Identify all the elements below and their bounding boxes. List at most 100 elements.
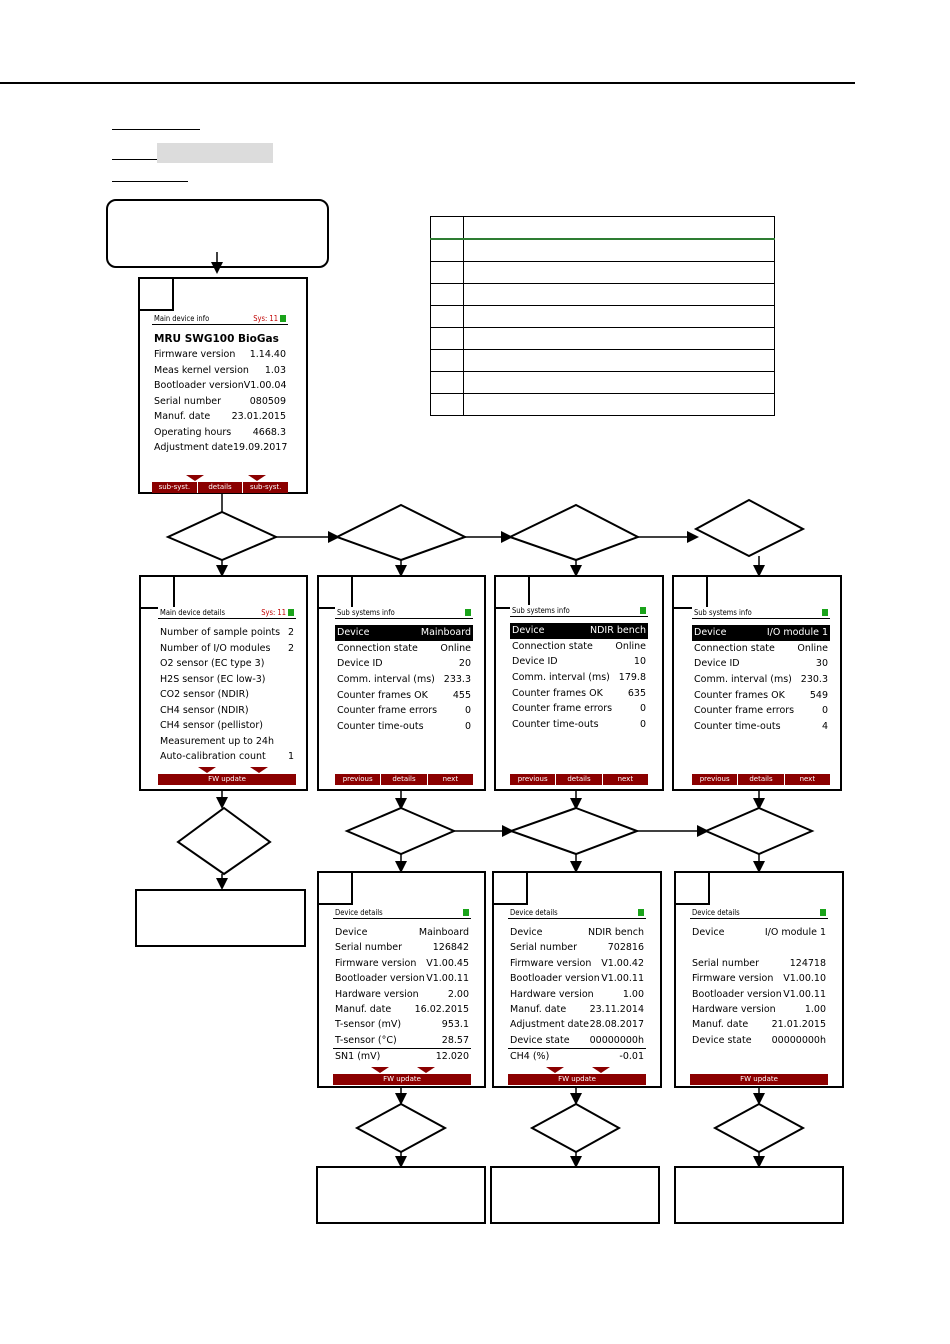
info-label: Bootloader version xyxy=(154,380,244,391)
info-label: Bootloader version xyxy=(510,973,600,985)
softkey-previous[interactable]: previous xyxy=(510,774,557,785)
info-value: 2 xyxy=(287,627,294,638)
screen-header-status: Sys: 11 xyxy=(261,607,294,618)
info-row: CH4 (%)-0.01 xyxy=(508,1048,646,1064)
info-label: T-sensor (mV) xyxy=(335,1019,402,1031)
info-value: 21.01.2015 xyxy=(771,1019,826,1031)
status-ok-icon xyxy=(463,909,469,916)
softkey-sub-syst-[interactable]: sub-syst. xyxy=(152,482,198,493)
info-row: Counter frame errors 0 xyxy=(335,703,473,719)
step-number-box xyxy=(319,577,353,609)
info-label: CH4 (%) xyxy=(510,1051,550,1063)
info-label: Number of I/O modules xyxy=(160,642,271,654)
screen-header-title: Device details xyxy=(692,908,740,917)
info-row: CH4 sensor (pellistor) xyxy=(158,718,296,734)
softkey-next[interactable]: next xyxy=(617,775,634,783)
legend-row xyxy=(430,238,775,262)
legend-table xyxy=(430,216,775,416)
info-label: Device xyxy=(510,927,543,938)
softkey-details[interactable]: details xyxy=(738,774,785,785)
info-value: 126842 xyxy=(432,942,469,954)
softkey-fw-update[interactable]: FW update xyxy=(740,1075,778,1083)
info-value: 230.3 xyxy=(800,674,828,686)
info-value: 2.00 xyxy=(447,988,469,1000)
info-value: 00000000h xyxy=(771,1034,826,1046)
softkey-details[interactable]: details xyxy=(381,774,428,785)
info-value: 4 xyxy=(821,721,828,733)
status-ok-icon xyxy=(280,315,286,322)
softkey-bar: FW update xyxy=(333,1074,471,1085)
softkey-previous[interactable]: previous xyxy=(692,774,739,785)
softkey-fw-update[interactable]: FW update xyxy=(383,1075,421,1083)
info-value: NDIR bench xyxy=(590,625,646,636)
screen-header: Device details xyxy=(508,907,646,919)
info-value: Mainboard xyxy=(418,927,469,938)
info-value: 10 xyxy=(633,656,646,668)
info-value: NDIR bench xyxy=(588,927,644,938)
softkey-details[interactable]: details xyxy=(556,774,603,785)
status-ok-icon xyxy=(638,909,644,916)
info-value: Online xyxy=(615,640,646,652)
info-label: Serial number xyxy=(510,942,577,954)
system-label: Sys: 11 xyxy=(253,314,278,323)
info-value: 20 xyxy=(458,658,471,670)
decision-diamond-11 xyxy=(712,1102,806,1154)
info-value: 28.57 xyxy=(441,1034,469,1046)
info-value: 0 xyxy=(464,705,471,717)
softkey-fw-update[interactable]: FW update xyxy=(208,775,246,783)
info-label: Measurement up to 24h xyxy=(160,735,274,747)
legend-row xyxy=(430,216,775,240)
softkey-details[interactable]: details xyxy=(198,482,244,493)
softkey-bar: FW update xyxy=(690,1074,828,1085)
info-label: Device xyxy=(337,627,370,638)
step-number-box xyxy=(674,577,708,609)
softkey-sub-syst-[interactable]: sub-syst. xyxy=(249,483,282,491)
info-label: Counter frame errors xyxy=(337,705,438,717)
scroll-down-icon xyxy=(417,1067,435,1073)
scroll-down-icon xyxy=(250,767,268,773)
info-label: Device state xyxy=(510,1034,570,1046)
info-label: Hardware version xyxy=(692,1003,776,1015)
heading-underline-1 xyxy=(112,129,200,130)
softkey-fw-update[interactable]: FW update xyxy=(558,1075,596,1083)
device-model-title: MRU SWG100 BioGas xyxy=(152,331,288,347)
softkey-next[interactable]: next xyxy=(799,775,816,783)
info-value: 080509 xyxy=(249,395,286,407)
info-label: Bootloader version xyxy=(335,973,425,985)
screen-header-title: Main device details xyxy=(160,608,226,617)
softkey-previous[interactable]: previous xyxy=(335,774,382,785)
info-value: 1 xyxy=(287,751,294,762)
info-row: Comm. interval (ms)179.8 xyxy=(510,670,648,686)
softkey-next[interactable]: next xyxy=(442,775,459,783)
info-value: 179.8 xyxy=(618,672,646,684)
info-value: Online xyxy=(797,642,828,654)
info-value: V1.00.10 xyxy=(783,973,826,985)
info-label: CH4 sensor (pellistor) xyxy=(160,720,263,731)
info-label: T-sensor (°C) xyxy=(335,1034,397,1046)
info-row: T-sensor (°C) 28.57 xyxy=(333,1033,471,1048)
info-label: Hardware version xyxy=(335,988,419,1000)
info-label: Manuf. date xyxy=(510,1003,567,1015)
